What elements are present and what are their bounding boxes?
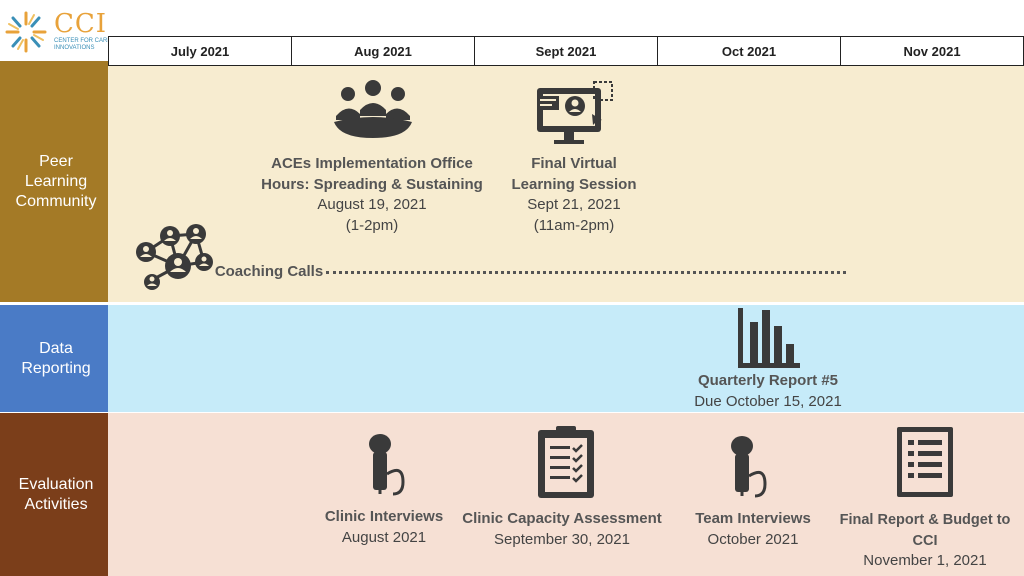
aces-office-hours-event: ACEs Implementation Office Hours: Spread… bbox=[252, 154, 492, 236]
virtual-time: (11am-2pm) bbox=[533, 216, 615, 234]
aces-title-line2: Hours: Spreading & Sustaining bbox=[261, 175, 483, 193]
coaching-calls-label: Coaching Calls bbox=[210, 262, 328, 283]
virtual-title-line2: Learning Session bbox=[511, 175, 637, 193]
final-report-title: Final Report & Budget to CCI bbox=[839, 512, 1011, 549]
row-label-eval-text: Evaluation Activities bbox=[18, 475, 94, 513]
aces-date: August 19, 2021 bbox=[317, 196, 427, 213]
clinic-interviews-title: Clinic Interviews bbox=[324, 508, 444, 525]
final-report-date: November 1, 2021 bbox=[863, 552, 987, 569]
final-virtual-session-event: Final Virtual Learning Session Sept 21, … bbox=[484, 154, 664, 236]
coaching-calls-dotted-line bbox=[326, 265, 846, 274]
month-aug: Aug 2021 bbox=[292, 37, 475, 65]
month-july: July 2021 bbox=[109, 37, 292, 65]
microphone-icon bbox=[369, 434, 405, 496]
network-people-icon bbox=[136, 224, 213, 290]
quarterly-report-event: Quarterly Report #5 Due October 15, 2021 bbox=[668, 371, 868, 412]
quarterly-date: Due October 15, 2021 bbox=[694, 392, 842, 410]
sunburst-logo-icon bbox=[5, 11, 47, 53]
team-interviews-event: Team Interviews October 2021 bbox=[683, 509, 823, 550]
row-label-data: Data Reporting bbox=[0, 305, 108, 412]
month-sept: Sept 2021 bbox=[475, 37, 658, 65]
clinic-capacity-event: Clinic Capacity Assessment September 30,… bbox=[462, 509, 662, 550]
data-row-background bbox=[108, 305, 1024, 412]
logo-wordmark: CCI bbox=[54, 9, 108, 39]
team-interviews-title: Team Interviews bbox=[695, 510, 811, 527]
quarterly-title: Quarterly Report #5 bbox=[697, 372, 839, 389]
cci-logo: CCI CENTER FOR CARE INNOVATIONS bbox=[4, 9, 111, 54]
coaching-title: Coaching Calls bbox=[214, 263, 324, 280]
clinic-capacity-date: September 30, 2021 bbox=[494, 530, 630, 548]
clinic-capacity-title: Clinic Capacity Assessment bbox=[462, 510, 662, 527]
virtual-date: Sept 21, 2021 bbox=[527, 196, 621, 213]
virtual-title-line1: Final Virtual bbox=[531, 155, 617, 172]
month-nov: Nov 2021 bbox=[841, 37, 1024, 65]
clipboard-checklist-icon bbox=[538, 426, 594, 498]
row-label-eval: Evaluation Activities bbox=[0, 413, 108, 576]
microphone-icon-2 bbox=[731, 436, 767, 498]
bar-chart-icon bbox=[738, 308, 800, 368]
row-label-data-text: Data Reporting bbox=[21, 339, 91, 377]
row-label-peer: Peer Learning Community bbox=[0, 61, 108, 302]
clinic-interviews-event: Clinic Interviews August 2021 bbox=[314, 507, 454, 548]
month-header: July 2021 Aug 2021 Sept 2021 Oct 2021 No… bbox=[108, 36, 1024, 66]
aces-time: (1-2pm) bbox=[345, 216, 399, 234]
clinic-interviews-date: August 2021 bbox=[341, 528, 427, 546]
final-report-event: Final Report & Budget to CCI November 1,… bbox=[826, 510, 1024, 572]
month-oct: Oct 2021 bbox=[658, 37, 841, 65]
document-list-icon bbox=[897, 427, 953, 497]
logo-subtitle: CENTER FOR CARE INNOVATIONS bbox=[54, 38, 112, 51]
team-interviews-date: October 2021 bbox=[707, 530, 799, 548]
meeting-group-icon bbox=[334, 80, 412, 138]
aces-title-line1: ACEs Implementation Office bbox=[271, 155, 473, 172]
row-label-peer-text: Peer Learning Community bbox=[15, 152, 97, 210]
computer-session-icon bbox=[537, 81, 613, 144]
